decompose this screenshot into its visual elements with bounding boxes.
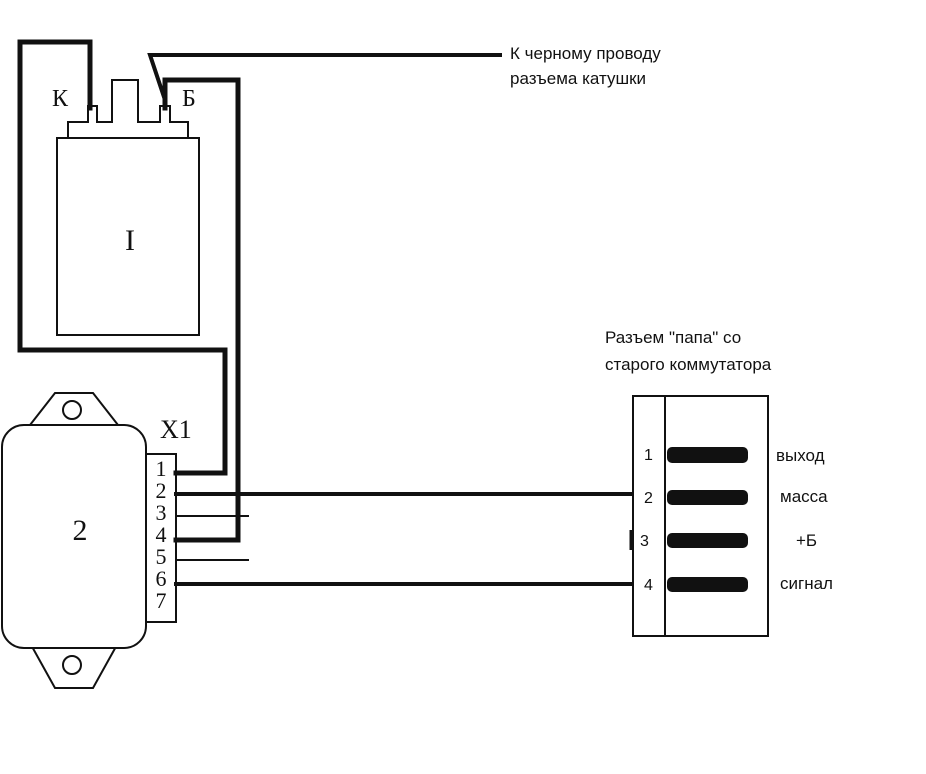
coil-label: I bbox=[125, 224, 135, 257]
x1-pin-7: 7 bbox=[156, 588, 167, 613]
male-connector-pin1-number: 1 bbox=[644, 447, 653, 464]
switch-label: 2 bbox=[73, 514, 88, 547]
male-connector-blade-1 bbox=[667, 447, 748, 463]
x1-pin-4: 4 bbox=[156, 522, 167, 547]
coil-note-line1: К черному проводу bbox=[510, 44, 661, 63]
x1-pin-5: 5 bbox=[156, 544, 167, 569]
x1-pin-6: 6 bbox=[156, 566, 167, 591]
male-connector-pin4-label: сигнал bbox=[780, 574, 833, 593]
x1-pin-1: 1 bbox=[156, 456, 167, 481]
x1-pin-2: 2 bbox=[156, 478, 167, 503]
switch-unit: 2 bbox=[1, 392, 147, 689]
coil-body bbox=[56, 137, 200, 336]
switch-connector-x1: X1 1 2 3 4 5 6 7 bbox=[145, 415, 192, 623]
wire-coil-b-to-coil-note bbox=[147, 53, 502, 103]
coil-note-line2: разъема катушки bbox=[510, 69, 646, 88]
ignition-coil: I К Б bbox=[52, 79, 200, 336]
switch-bottom-hole bbox=[62, 655, 82, 675]
male-connector-pin3-number: 3 bbox=[640, 533, 649, 550]
male-connector: Разъем "папа" со старого коммутатора 1 2… bbox=[605, 328, 833, 637]
male-connector-pin2-label: масса bbox=[780, 487, 828, 506]
x1-pin-3: 3 bbox=[156, 500, 167, 525]
male-connector-title-line2: старого коммутатора bbox=[605, 355, 772, 374]
male-connector-pin4-number: 4 bbox=[644, 577, 653, 594]
x1-connector-block bbox=[145, 453, 177, 623]
coil-top-terminals bbox=[57, 79, 199, 139]
male-connector-blade-2 bbox=[667, 490, 748, 505]
x1-label: X1 bbox=[160, 415, 192, 444]
male-connector-blade-4 bbox=[667, 577, 748, 592]
male-connector-pin3-label: +Б bbox=[796, 531, 817, 550]
switch-top-hole bbox=[62, 400, 82, 420]
male-connector-blade-3 bbox=[667, 533, 748, 548]
coil-terminal-b-label: Б bbox=[182, 86, 196, 112]
wire-coil-k-loop-to-pin1 bbox=[17, 39, 228, 476]
male-connector-pin1-label: выход bbox=[776, 446, 825, 465]
coil-terminal-k-label: К bbox=[52, 86, 69, 112]
wire-coil-b-to-pin4 bbox=[162, 77, 241, 543]
male-connector-housing bbox=[632, 395, 769, 637]
male-connector-title-line1: Разъем "папа" со bbox=[605, 328, 741, 347]
male-connector-pin2-number: 2 bbox=[644, 490, 653, 507]
